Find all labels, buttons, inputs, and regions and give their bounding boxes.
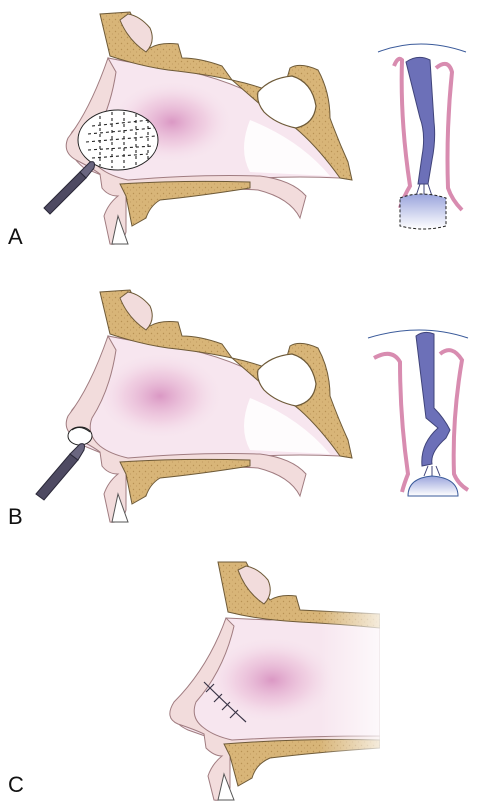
- sagittal-diagram-c: [0, 552, 480, 802]
- coronal-inset-b: [368, 330, 468, 496]
- maxillary-crest-b: [408, 476, 458, 496]
- panel-b: B: [0, 278, 480, 538]
- septal-mesh: [78, 110, 158, 170]
- coronal-inset-a: [378, 44, 466, 229]
- panel-label-c: C: [8, 774, 24, 796]
- maxilla-bone: [120, 181, 250, 226]
- sagittal-diagram-a: [0, 0, 480, 260]
- septum-a: [406, 57, 435, 184]
- sagittal-diagram-b: [0, 278, 480, 538]
- panel-a: A: [0, 0, 480, 260]
- panel-label-b: B: [8, 506, 23, 528]
- mucosal-glow: [96, 352, 224, 440]
- elevator-instrument: [36, 444, 85, 500]
- elevator-instrument: [44, 162, 95, 214]
- maxillary-crest-a: [400, 194, 446, 229]
- panel-label-a: A: [8, 226, 23, 248]
- panel-c: C: [0, 552, 480, 802]
- incision-flap: [68, 427, 92, 445]
- maxilla-bone: [120, 459, 250, 504]
